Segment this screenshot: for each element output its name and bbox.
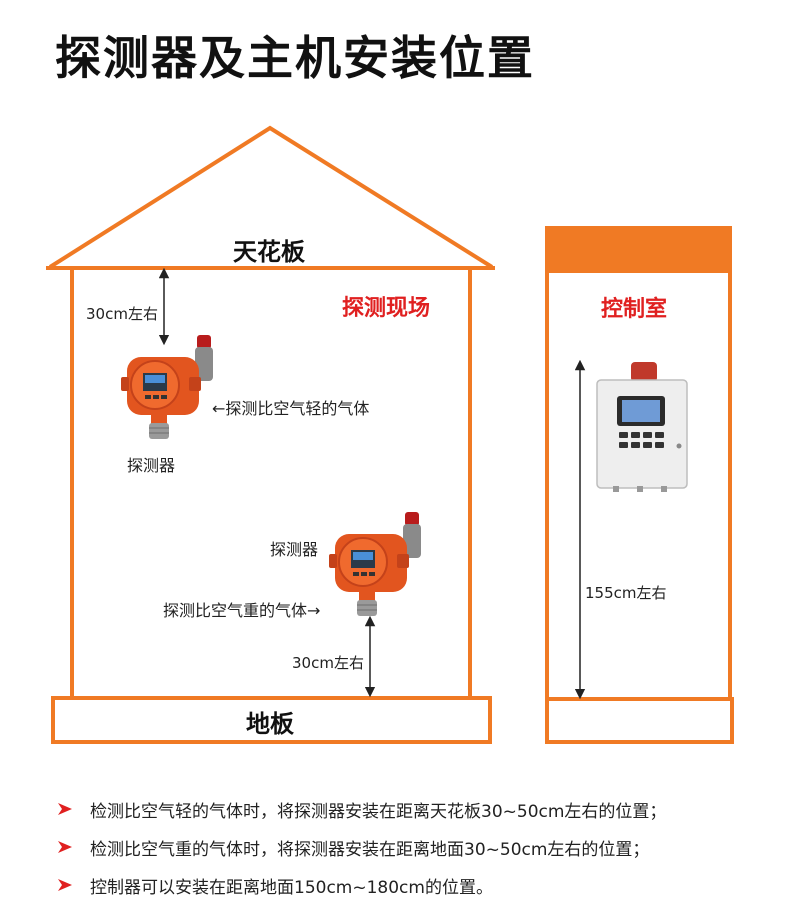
note-text: 检测比空气重的气体时，将探测器安装在距离地面30~50cm左右的位置； [90,839,650,860]
top-distance-label: 30cm左右 [86,305,158,323]
control-room-roof [545,226,732,271]
page-title: 探测器及主机安装位置 [55,31,535,85]
note-text: 控制器可以安装在距离地面150cm~180cm的位置。 [90,877,493,898]
red-arrow-icon [58,803,72,815]
gas-detector-icon [121,335,213,439]
installation-notes: 检测比空气轻的气体时，将探测器安装在距离天花板30~50cm左右的位置； 检测比… [58,790,778,904]
note-item: 控制器可以安装在距离地面150cm~180cm的位置。 [58,866,778,904]
light-gas-note: ←探测比空气轻的气体 [212,399,370,418]
heavy-gas-note: 探测比空气重的气体→ [163,601,321,620]
red-arrow-icon [58,879,72,891]
gas-detector-icon [329,512,421,616]
floor-label: 地板 [246,710,294,738]
note-text: 检测比空气轻的气体时，将探测器安装在距离天花板30~50cm左右的位置； [90,801,667,822]
detector-bottom-label: 探测器 [270,540,319,559]
note-item: 检测比空气重的气体时，将探测器安装在距离地面30~50cm左右的位置； [58,828,778,866]
control-room-floor [545,697,734,744]
red-arrow-icon [58,841,72,853]
controller-height-label: 155cm左右 [585,584,667,602]
site-label: 探测现场 [342,296,431,321]
detector-top-label: 探测器 [127,456,176,475]
note-item: 检测比空气轻的气体时，将探测器安装在距离天花板30~50cm左右的位置； [58,790,778,828]
house-outline [46,125,495,744]
control-room-outline [545,226,734,744]
control-room-label: 控制室 [601,297,668,322]
bottom-distance-label: 30cm左右 [292,654,364,672]
controller-icon [596,362,688,492]
ceiling-label: 天花板 [233,238,305,266]
floor-slab [51,696,492,744]
